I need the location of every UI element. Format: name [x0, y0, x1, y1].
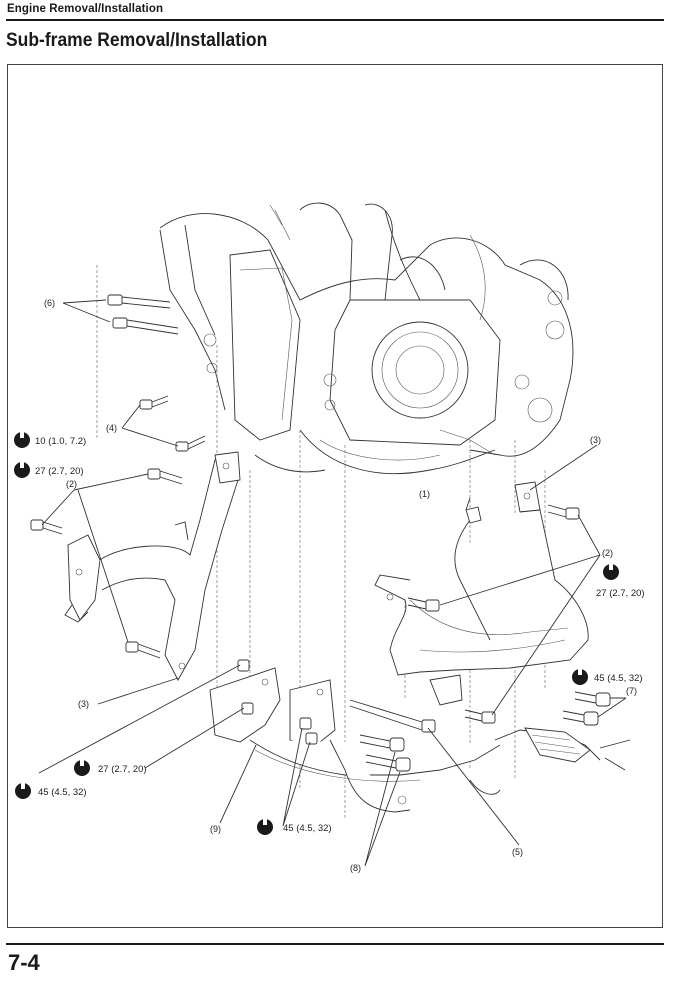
callout-3-right: (3) [590, 435, 601, 445]
bolts [30, 294, 611, 772]
bolt-2d [547, 504, 580, 520]
bolt-2f [464, 709, 496, 724]
callout-4: (4) [106, 423, 117, 433]
wrench-icon-27c [74, 759, 90, 776]
callout-labels: (6) (4) (2) (1) (3) (2) (3) (7) (9) (5) … [44, 298, 637, 873]
callout-6: (6) [44, 298, 55, 308]
callout-5: (5) [512, 847, 523, 857]
wrench-icon-45c [257, 818, 273, 835]
callout-8: (8) [350, 863, 361, 873]
callout-9: (9) [210, 824, 221, 834]
torque-27-lower: 27 (2.7, 20) [98, 764, 147, 775]
callout-1: (1) [419, 489, 430, 499]
bolt-5 [349, 699, 436, 733]
torque-specs: 10 (1.0, 7.2) 27 (2.7, 20) 27 (2.7, 20) … [35, 436, 645, 834]
torque-45-left: 45 (4.5, 32) [38, 787, 87, 798]
footer-rule [6, 943, 664, 945]
left-subframe-bracket [64, 451, 241, 681]
right-subframe-bracket [374, 481, 589, 706]
engine-illustration [159, 202, 574, 475]
leader-lines [38, 299, 627, 867]
bolt-45d [305, 732, 318, 745]
header-rule [6, 19, 664, 21]
wire-harness [454, 506, 491, 641]
torque-10: 10 (1.0, 7.2) [35, 436, 86, 447]
section-header: Engine Removal/Installation [7, 3, 164, 15]
callout-2-right: (2) [602, 548, 613, 558]
wrench-icon-27a [14, 461, 30, 478]
bolt-6b [112, 317, 179, 335]
bolt-7b [562, 710, 599, 726]
torque-27-right: 27 (2.7, 20) [596, 588, 645, 599]
wrench-icon-45a [572, 668, 588, 685]
callout-7: (7) [626, 686, 637, 696]
page-title: Sub-frame Removal/Installation [6, 30, 268, 51]
bolt-45b [241, 702, 254, 715]
bolt-4a [139, 395, 169, 410]
lower-subframe [209, 667, 631, 813]
wrench-icon-45b [15, 782, 31, 799]
torque-27-left: 27 (2.7, 20) [35, 466, 84, 477]
bolt-7a [574, 691, 611, 707]
bolt-8a [359, 734, 405, 752]
bolt-2c [125, 641, 161, 659]
bolt-4b [175, 435, 206, 452]
torque-45-right: 45 (4.5, 32) [594, 673, 643, 684]
bolt-6a [107, 294, 171, 309]
bolt-45a [237, 659, 250, 672]
page-number: 7-4 [8, 950, 40, 975]
wrench-icon-27b [603, 563, 619, 580]
callout-2-left: (2) [66, 479, 77, 489]
bolt-2a [147, 468, 183, 485]
bolt-2e [407, 597, 440, 612]
illustration-frame [7, 64, 663, 928]
bolt-45c [299, 717, 312, 730]
bolt-8b [365, 754, 411, 772]
wrench-icon-10 [14, 431, 30, 448]
torque-45-center: 45 (4.5, 32) [283, 823, 332, 834]
wrench-icons [14, 431, 619, 835]
bolt-2b [30, 519, 63, 535]
callout-3-left: (3) [78, 699, 89, 709]
